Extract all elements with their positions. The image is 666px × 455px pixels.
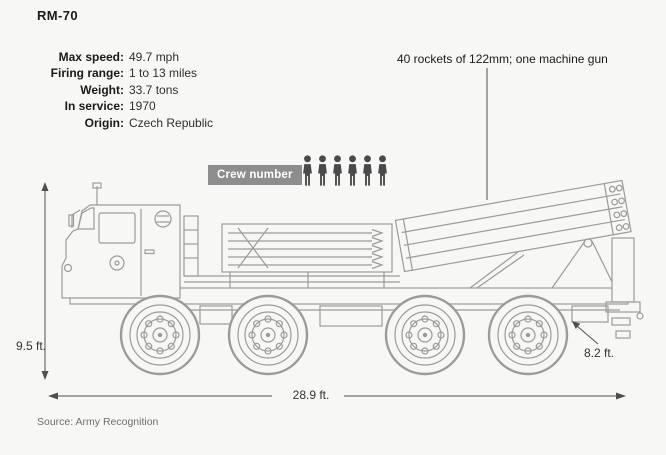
spec-row: Weight: 33.7 tons — [38, 82, 213, 98]
crew-figures — [301, 153, 389, 194]
wheel-3 — [384, 294, 466, 376]
spec-row: Firing range: 1 to 13 miles — [38, 65, 213, 81]
specs-table: Max speed: 49.7 mph Firing range: 1 to 1… — [38, 49, 213, 131]
armament-annotation: 40 rockets of 122mm; one machine gun — [397, 52, 608, 66]
crew-figure-icon — [361, 153, 374, 194]
crew-figure-icon — [346, 153, 359, 194]
rear-dimension — [572, 321, 599, 345]
spec-label: Weight: — [80, 82, 124, 97]
crew-number-badge: Crew number — [208, 165, 302, 185]
reload-rack — [221, 223, 393, 288]
spec-value: 49.7 mph — [129, 50, 180, 64]
crew-figure-icon — [331, 153, 344, 194]
spec-label: Origin: — [84, 115, 124, 130]
mirror — [71, 209, 81, 228]
spec-value: 1 to 13 miles — [129, 66, 198, 81]
spec-label: In service: — [64, 99, 124, 114]
wheel-1 — [119, 294, 201, 376]
wheel-2 — [227, 294, 309, 376]
rear-dimension-label: 8.2 ft. — [584, 346, 615, 360]
spec-value: 33.7 tons — [129, 82, 179, 97]
source-credit: Source: Army Recognition — [37, 416, 159, 428]
spec-value: Czech Republic — [129, 115, 214, 130]
spec-label: Firing range: — [50, 66, 124, 81]
height-dimension-label: 9.5 ft. — [16, 339, 47, 353]
spec-row: In service: 1970 — [38, 98, 213, 114]
length-dimension-label: 28.9 ft. — [278, 388, 344, 402]
crew-figure-icon — [376, 153, 389, 194]
crew-figure-icon — [316, 153, 329, 194]
launcher-pod — [394, 179, 632, 273]
wheels — [119, 294, 569, 376]
wheel-4 — [487, 294, 569, 376]
spec-row: Origin: Czech Republic — [38, 115, 213, 131]
pod-supports — [469, 237, 644, 339]
spec-row: Max speed: 49.7 mph — [38, 49, 213, 65]
spec-value: 1970 — [129, 99, 156, 114]
crew-figure-icon — [301, 153, 314, 194]
air-intake — [183, 215, 199, 277]
cab — [61, 182, 199, 299]
spec-label: Max speed: — [58, 50, 124, 64]
page-title: RM-70 — [37, 8, 79, 23]
chassis — [69, 275, 629, 327]
